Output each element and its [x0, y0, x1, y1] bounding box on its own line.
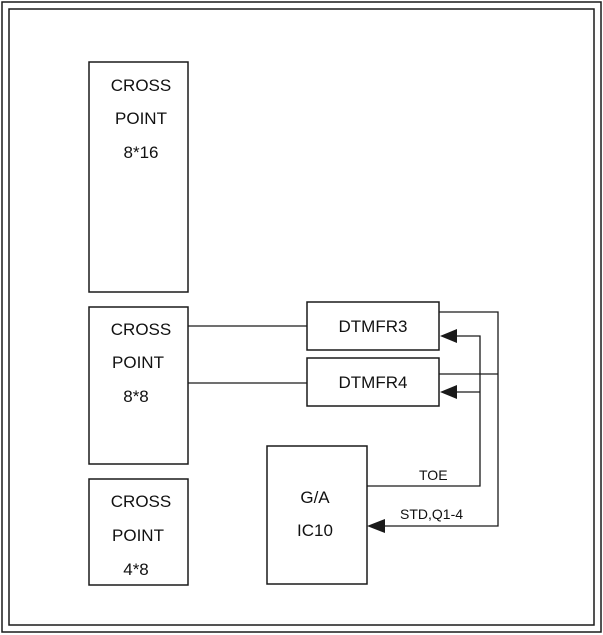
toe-arrow-dtmfr3: [440, 329, 457, 343]
crosspoint-8x16-label-line1: CROSS: [111, 76, 171, 95]
toe-arrow-dtmfr4: [440, 385, 457, 399]
crosspoint-8x16-box: [88, 61, 189, 293]
ga-ic10-box: [266, 445, 368, 585]
dtmfr3-label: DTMFR3: [339, 317, 408, 336]
toe-label: TOE: [419, 467, 448, 483]
std-arrow-ga: [367, 519, 385, 533]
std-bus-wire: [385, 311, 499, 527]
std-q1-4-label: STD,Q1-4: [400, 506, 463, 522]
toe-wire: [367, 335, 481, 487]
dtmfr4-label: DTMFR4: [339, 373, 408, 392]
inner-frame: [8, 8, 595, 626]
crosspoint-4x8-label-line2: POINT: [112, 526, 164, 545]
ga-ic10-label-line1: G/A: [300, 488, 330, 507]
dtmfr4-box: [306, 357, 440, 407]
dtmfr3-box: [306, 301, 440, 351]
crosspoint-8x8-label-line2: POINT: [112, 353, 164, 372]
crosspoint-8x8-label-line1: CROSS: [111, 320, 171, 339]
crosspoint-4x8-box: [88, 478, 189, 586]
crosspoint-4x8-label-line1: CROSS: [111, 492, 171, 511]
crosspoint-8x8-box: [88, 306, 189, 465]
crosspoint-8x16-label-line3: 8*16: [124, 143, 159, 162]
crosspoint-8x8-label-line3: 8*8: [123, 387, 149, 406]
ga-ic10-label-line2: IC10: [297, 521, 333, 540]
crosspoint-8x16-label-line2: POINT: [115, 109, 167, 128]
crosspoint-4x8-label-line3: 4*8: [123, 560, 149, 579]
